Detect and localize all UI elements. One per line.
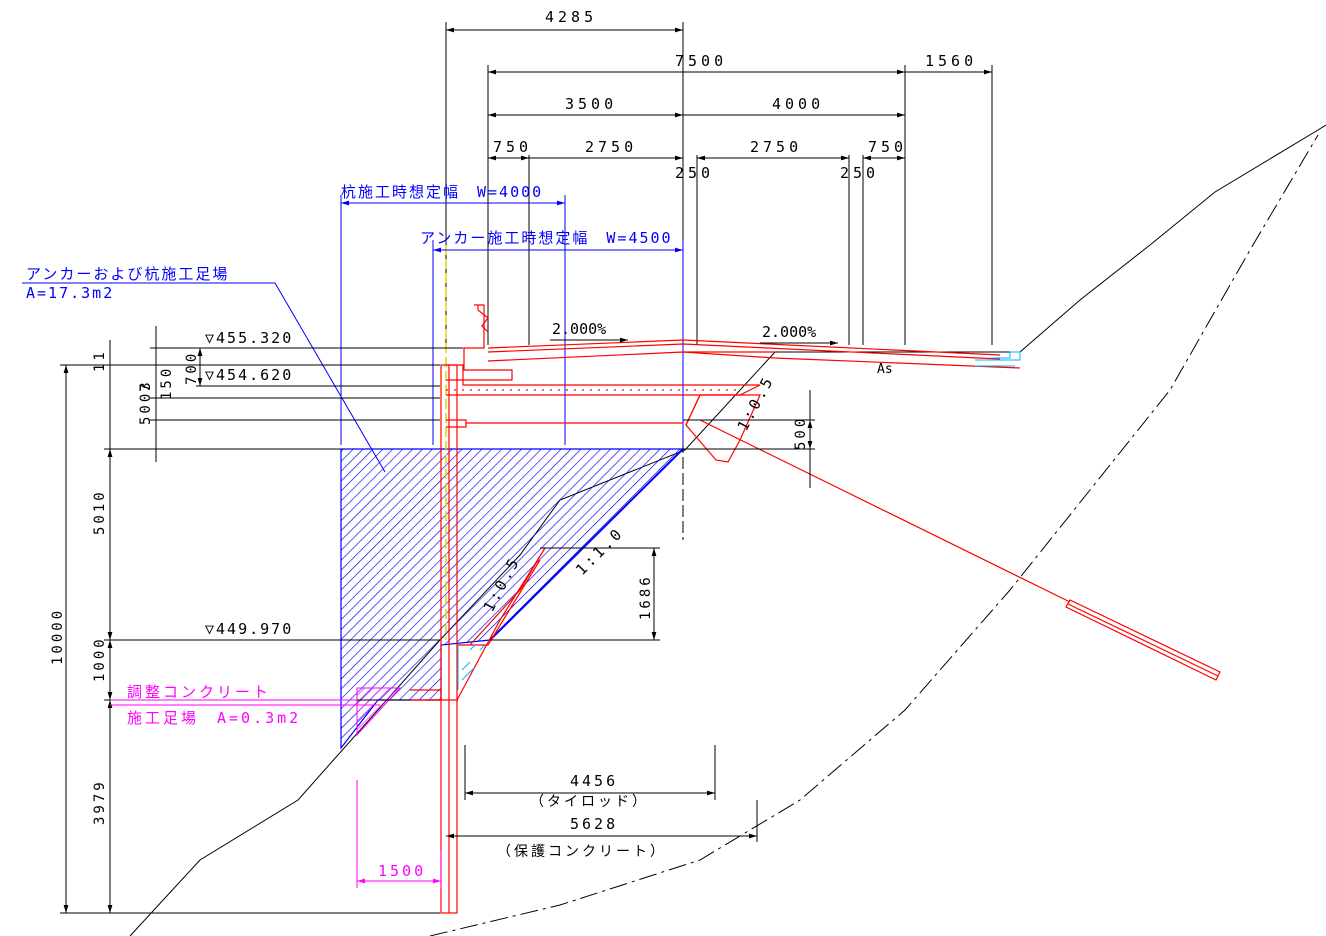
scaffold-title: アンカーおよび杭施工足場 bbox=[26, 265, 229, 283]
level-454620: ▽454.620 bbox=[205, 366, 293, 384]
dim-5003: 5003 bbox=[138, 379, 154, 425]
dim-150: 150 bbox=[159, 366, 175, 400]
ground-anchor bbox=[699, 419, 1221, 681]
dim-3979: 3979 bbox=[92, 779, 108, 825]
scaffold-area-label: A=17.3m2 bbox=[26, 284, 114, 302]
dim-1560: 1560 bbox=[925, 52, 977, 70]
dim-4456: 4456 bbox=[570, 772, 618, 790]
dim-11: 11 bbox=[92, 349, 108, 372]
dim-3500: 3500 bbox=[565, 95, 617, 113]
road-pavement bbox=[487, 339, 1021, 369]
dim-4285: 4285 bbox=[545, 8, 597, 26]
retaining-wall-top bbox=[446, 304, 761, 428]
small-scaffold-area bbox=[356, 687, 402, 737]
adjust-concrete-label: 調整コンクリート bbox=[127, 683, 271, 701]
dim-5010: 5010 bbox=[92, 489, 108, 535]
dim-700: 700 bbox=[184, 351, 200, 385]
level-449970: ▽449.970 bbox=[205, 620, 293, 638]
as-mark: As bbox=[877, 362, 893, 377]
dim-2750-right: 2750 bbox=[750, 138, 802, 156]
dim-1500: 1500 bbox=[378, 862, 426, 880]
cyan-guides bbox=[457, 351, 1021, 690]
tie-rod-label: （タイロッド） bbox=[530, 794, 649, 810]
grade-left: 2.000% bbox=[552, 320, 606, 338]
dim-500: 500 bbox=[793, 416, 809, 450]
anchor-width-label: アンカー施工時想定幅 W=4500 bbox=[420, 229, 673, 247]
dim-4000: 4000 bbox=[772, 95, 824, 113]
pile-width-dimension bbox=[340, 195, 566, 445]
dim-250-left: 250 bbox=[675, 164, 714, 182]
dim-5628: 5628 bbox=[570, 815, 618, 833]
dim-1686: 1686 bbox=[638, 574, 654, 620]
dim-1000: 1000 bbox=[92, 636, 108, 682]
level-455320: ▽455.320 bbox=[205, 329, 293, 347]
dim-7: 7 bbox=[138, 381, 154, 392]
dim-250-right: 250 bbox=[840, 164, 879, 182]
pile-width-label: 杭施工時想定幅 W=4000 bbox=[341, 183, 543, 201]
dim-10000: 10000 bbox=[50, 608, 66, 665]
dim-7500: 7500 bbox=[675, 52, 727, 70]
anchor-width-dimension bbox=[432, 240, 684, 445]
dim-750-left: 750 bbox=[493, 138, 532, 156]
scaffold-leader bbox=[22, 282, 386, 473]
protect-concrete-label: （保護コンクリート） bbox=[497, 844, 667, 860]
sheet-pile bbox=[440, 364, 458, 914]
slope-top: 1:0.5 bbox=[734, 372, 778, 434]
dim-750-right: 750 bbox=[868, 138, 907, 156]
grade-right: 2.000% bbox=[762, 323, 816, 341]
existing-ground-line bbox=[129, 124, 1326, 936]
dim-2750-left: 2750 bbox=[585, 138, 637, 156]
design-slope-centerline bbox=[429, 134, 1319, 936]
small-scaffold-label: 施工足場 A=0.3m2 bbox=[127, 709, 301, 727]
